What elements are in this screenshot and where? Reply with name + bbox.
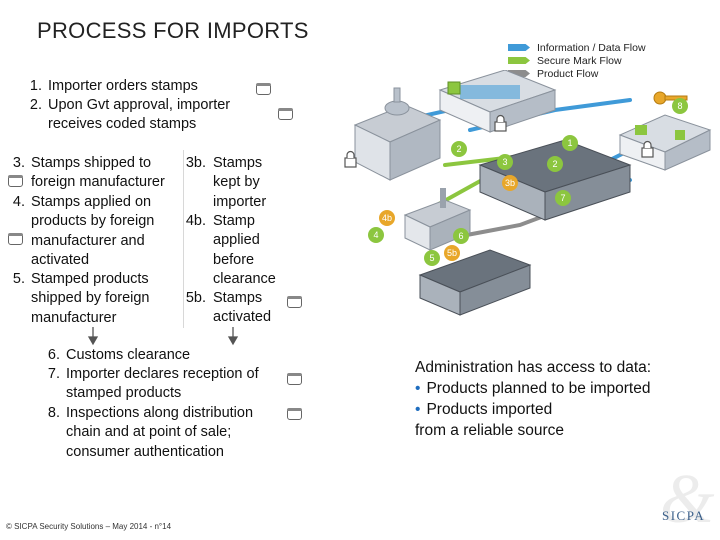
badge-4 <box>368 227 384 243</box>
watermark-logo: & <box>660 461 715 538</box>
secure-mark-arrow-icon <box>508 57 530 64</box>
badge-label: 4 <box>373 230 378 240</box>
data-flow-arrow-icon <box>508 44 530 51</box>
badge-label: 2 <box>552 159 557 169</box>
badge-3 <box>497 154 513 170</box>
step-number: 5. <box>12 271 25 287</box>
legend-label: Product Flow <box>537 67 599 80</box>
badge-label: 3 <box>502 157 507 167</box>
stamp-icon <box>278 108 293 120</box>
badge-label: 3b <box>505 178 515 188</box>
step-text: Upon Gvt approval, importer receives cod… <box>48 97 231 133</box>
admin-heading: Administration has access to data: <box>415 359 652 376</box>
step-number: 4b. <box>185 213 206 229</box>
admin-bullet: • Products planned to be imported <box>415 378 651 399</box>
badge-label: 5b <box>447 248 457 258</box>
admin-bullet: • Products imported <box>415 399 651 420</box>
lock-icon <box>344 150 357 168</box>
step-number: 7. <box>47 366 60 382</box>
legend-label: Information / Data Flow <box>537 41 646 54</box>
factory-icon <box>403 188 472 251</box>
step-number: 1. <box>29 78 42 94</box>
step-text: Stamps activated <box>213 290 272 326</box>
distribution-center-icon <box>618 114 712 171</box>
lock-icon <box>641 140 654 158</box>
legend: Information / Data Flow Secure Mark Flow… <box>508 41 646 80</box>
stamp-icon <box>287 373 302 385</box>
step-number: 3. <box>12 155 25 171</box>
badge-5b <box>444 245 460 261</box>
badge-2 <box>451 141 467 157</box>
legend-item-secure-mark-flow: Secure Mark Flow <box>508 54 646 67</box>
step-number: 8. <box>47 405 60 421</box>
badge-label: 6 <box>458 231 463 241</box>
badge-label: 5 <box>429 253 434 263</box>
admin-bullet-text: Products planned to be imported <box>426 380 651 397</box>
badge-8 <box>672 98 688 114</box>
step-number: 2. <box>29 97 42 113</box>
badge-7 <box>555 190 571 206</box>
step-text: Stamps kept by importer <box>213 155 267 210</box>
stamp-icon <box>8 233 23 245</box>
legend-item-product-flow: Product Flow <box>508 67 646 80</box>
government-building-icon <box>353 87 442 181</box>
step-text: Stamps applied on products by foreign ma… <box>31 194 155 268</box>
badge-label: 8 <box>677 101 682 111</box>
legend-label: Secure Mark Flow <box>537 54 622 67</box>
badge-label: 2 <box>456 144 461 154</box>
badge-3b <box>502 175 518 191</box>
administration-note: Administration has access to data: • Prod… <box>415 357 651 441</box>
badge-label: 1 <box>567 138 572 148</box>
step-number: 6. <box>47 347 60 363</box>
step-text: Importer orders stamps <box>48 78 198 94</box>
footer-copyright: © SICPA Security Solutions – May 2014 - … <box>6 522 172 531</box>
step-text: Importer declares reception of stamped p… <box>66 366 259 402</box>
stamp-icon <box>256 83 271 95</box>
badge-label: 7 <box>560 193 565 203</box>
bullet-icon: • <box>415 401 421 418</box>
page-title: PROCESS FOR IMPORTS <box>37 18 309 43</box>
step-number: 3b. <box>185 155 206 171</box>
badge-4b <box>379 210 395 226</box>
step-text: Stamps shipped to foreign manufacturer <box>31 155 165 191</box>
step-number: 4. <box>12 194 25 210</box>
step-number: 5b. <box>185 290 206 306</box>
stamp-icon <box>287 408 302 420</box>
column-divider <box>183 150 184 328</box>
stamp-icon <box>287 296 302 308</box>
secure-mark-icon <box>447 81 461 95</box>
process-diagram: 1 2 2 3 3b 4 4b 5 5b 6 7 8 <box>344 70 712 316</box>
product-flow-arrow-icon <box>508 70 530 77</box>
warehouse-icon <box>478 139 632 221</box>
admin-bullet-text: Products imported <box>426 401 553 418</box>
step-text: Inspections along distribution chain and… <box>66 405 254 460</box>
stamp-icon <box>8 175 23 187</box>
step-text: Stamp applied before clearance <box>213 213 276 287</box>
lock-icon <box>494 114 507 132</box>
badge-2b <box>547 156 563 172</box>
badge-5 <box>424 250 440 266</box>
step-text: Customs clearance <box>66 347 191 363</box>
badge-1 <box>562 135 578 151</box>
badge-6 <box>453 228 469 244</box>
step-text: Stamped products shipped by foreign manu… <box>31 271 150 326</box>
flow-step-badges: 1 2 2 3 3b 4 4b 5 5b 6 7 8 <box>368 98 688 266</box>
company-logo: SICPA <box>662 508 706 523</box>
legend-item-data-flow: Information / Data Flow <box>508 41 646 54</box>
badge-label: 4b <box>382 213 392 223</box>
admin-footer: from a reliable source <box>415 422 565 439</box>
bullet-icon: • <box>415 380 421 397</box>
customs-warehouse-icon <box>418 249 532 316</box>
